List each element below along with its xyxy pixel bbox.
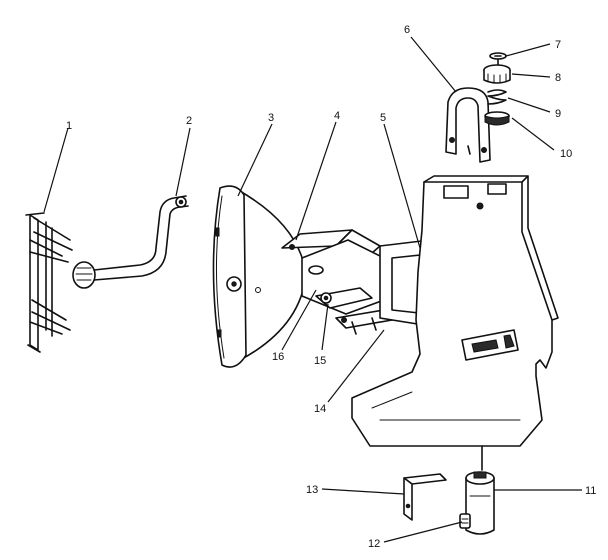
callout-14: 14 [314,403,326,415]
callout-1: 1 [66,120,72,132]
callout-4: 4 [334,110,340,122]
part-13-bracket-plate [403,473,447,521]
callout-8: 8 [555,72,561,84]
callout-11: 11 [585,485,596,497]
callout-16: 16 [272,351,284,363]
part-2-crank-handle [72,195,189,289]
part-12-screw [459,513,471,529]
callout-13: 13 [306,484,318,496]
leader-lines [43,36,582,543]
callout-12: 12 [368,538,380,550]
callout-10: 10 [560,148,572,160]
callout-7: 7 [555,39,561,51]
callout-labels: 1 2 3 4 5 6 7 8 9 10 11 12 13 14 15 16 [66,24,596,550]
part-8-knob [483,64,511,84]
callout-2: 2 [186,115,192,127]
part-10-gear [484,111,510,126]
main-housing [351,175,559,447]
callout-5: 5 [380,112,386,124]
part-1-wire-rack [25,212,73,353]
callout-6: 6 [404,24,410,36]
part-11-cylinder [465,445,495,535]
part-3-front-cover [212,185,307,368]
part-15-spring-clip [315,287,373,309]
callout-15: 15 [314,355,326,367]
part-9-spring [487,89,507,105]
callout-3: 3 [268,112,274,124]
part-6-hook-handle [445,87,491,163]
callout-9: 9 [555,108,561,120]
part-7-screw [489,52,507,67]
